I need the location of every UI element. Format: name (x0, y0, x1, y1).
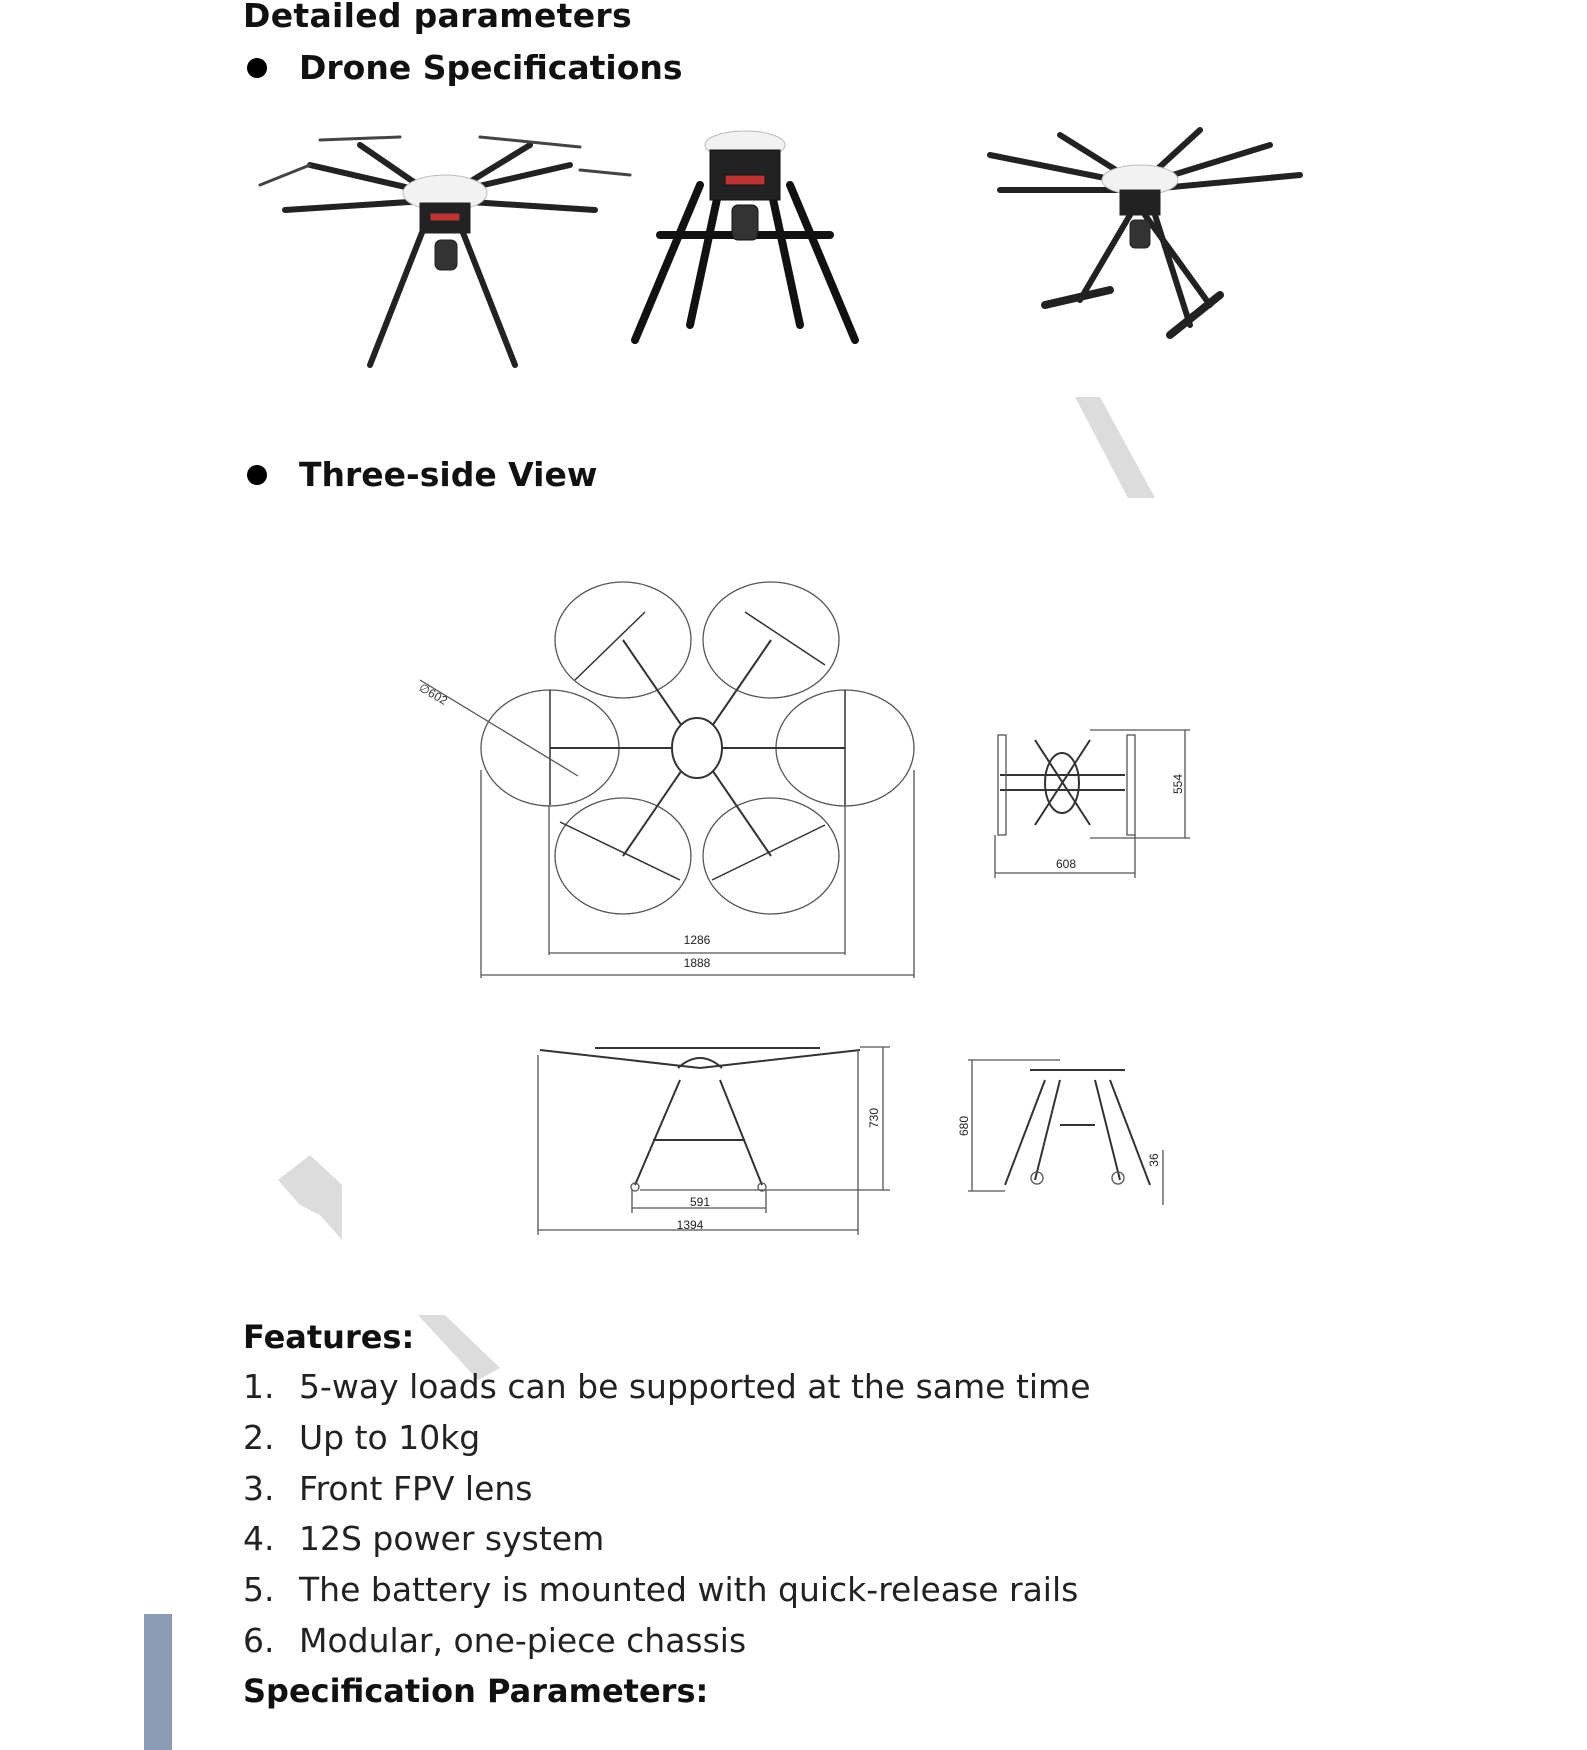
list-item: 3. Front FPV lens (243, 1464, 1091, 1515)
section-title: Three-side View (299, 455, 598, 494)
dim-top-inner-width: 1286 (684, 933, 711, 947)
list-item: 2. Up to 10kg (243, 1413, 1091, 1464)
item-text: Front FPV lens (299, 1468, 533, 1508)
drone-photos (258, 127, 1303, 368)
features-list: 1. 5-way loads can be supported at the sa… (243, 1362, 1091, 1667)
item-number: 4. (243, 1519, 275, 1559)
dim-side-top-width: 608 (1056, 857, 1076, 871)
list-item: 4. 12S power system (243, 1514, 1091, 1565)
dim-front-height: 730 (867, 1108, 881, 1128)
list-item: 1. 5-way loads can be supported at the sa… (243, 1362, 1091, 1413)
item-text: The battery is mounted with quick-releas… (299, 1570, 1079, 1610)
dim-front-width: 1394 (677, 1218, 704, 1232)
item-text: Modular, one-piece chassis (299, 1620, 747, 1660)
item-number: 5. (243, 1570, 275, 1610)
list-item: 6. Modular, one-piece chassis (243, 1616, 1091, 1667)
section-title: Drone Specifications (299, 48, 683, 87)
side-view: 680 36 (957, 1059, 1164, 1205)
dim-prop-diameter: ∅602 (417, 680, 451, 708)
side-top-view: 608 554 (994, 729, 1190, 878)
dim-top-outer-width: 1888 (684, 956, 711, 970)
front-view: 591 1394 730 (537, 1046, 890, 1235)
bullet-icon (247, 57, 267, 78)
list-item: 5. The battery is mounted with quick-rele… (243, 1565, 1091, 1616)
dim-front-leg-width: 591 (690, 1195, 710, 1209)
item-text: 5-way loads can be supported at the same… (299, 1367, 1091, 1406)
drone-photo-front-angle (258, 135, 632, 368)
section-drone-specifications: Drone Specifications (243, 48, 683, 87)
item-text: 12S power system (299, 1519, 605, 1559)
item-number: 3. (243, 1468, 275, 1508)
drone-photo-rear-angle (987, 127, 1303, 339)
page-heading: Detailed parameters (243, 0, 632, 35)
dim-side-top-height: 554 (1171, 774, 1185, 794)
features-title: Features: (243, 1318, 415, 1356)
drone-photo-side (631, 130, 859, 344)
dim-side-foot: 36 (1147, 1153, 1161, 1167)
item-text: Up to 10kg (299, 1417, 481, 1457)
top-view: ∅602 1286 1888 (417, 581, 915, 978)
bullet-icon (247, 464, 267, 485)
dim-side-height: 680 (957, 1116, 971, 1136)
accent-bar (144, 1614, 172, 1750)
prop-diameter-callout (419, 679, 579, 777)
item-number: 1. (243, 1367, 275, 1406)
section-three-side-view: Three-side View (243, 455, 597, 494)
item-number: 2. (243, 1417, 275, 1457)
item-number: 6. (243, 1620, 275, 1660)
specification-parameters-title: Specification Parameters: (243, 1672, 709, 1710)
